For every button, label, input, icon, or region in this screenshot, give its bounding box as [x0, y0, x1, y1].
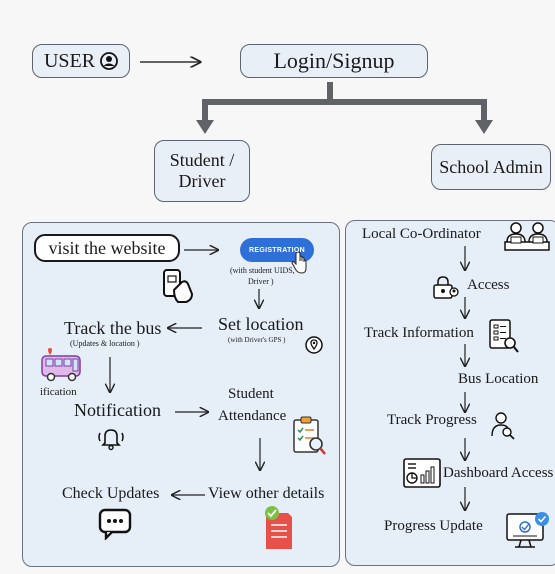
bus-icon	[38, 348, 86, 384]
student-driver-line2: Driver	[178, 171, 226, 191]
user-label: USER	[43, 49, 96, 72]
two-people-computer-icon	[503, 220, 551, 254]
dashboard-access-label: Dashboard Access	[443, 465, 554, 481]
registration-note-line2: Driver )	[248, 277, 274, 286]
student-attendance-line1: Student	[228, 386, 274, 402]
clipboard-search-icon	[290, 416, 328, 458]
dashboard-icon	[402, 457, 442, 489]
person-search-icon	[490, 410, 516, 440]
registration-note-line1: (with student UIDS,	[230, 266, 295, 275]
track-information-label: Track Information	[364, 325, 474, 341]
track-bus-label: Track the bus	[64, 318, 162, 338]
login-signup-box[interactable]: Login/Signup	[240, 44, 428, 78]
local-coordinator-label: Local Co-Ordinator	[362, 226, 481, 242]
track-bus-note: (Updates & location )	[70, 339, 140, 348]
visit-website-button[interactable]: visit the website	[34, 234, 180, 262]
lock-user-icon	[432, 275, 460, 301]
progress-update-label: Progress Update	[384, 518, 483, 534]
student-driver-box: Student / Driver	[154, 140, 250, 202]
school-admin-panel	[345, 220, 555, 566]
set-location-note: (with Driver's GPS )	[228, 336, 286, 344]
school-admin-box: School Admin	[431, 144, 551, 190]
location-pin-icon	[305, 336, 323, 354]
user-box: USER	[32, 44, 130, 78]
notification-fragment: ification	[40, 386, 77, 398]
phone-tap-icon	[160, 268, 196, 304]
student-attendance-line2: Attendance	[218, 408, 287, 424]
user-circle-icon	[100, 52, 118, 70]
notification-label: Notification	[74, 400, 161, 420]
hand-cursor-icon	[290, 252, 308, 274]
student-driver-line1: Student /	[169, 150, 235, 170]
view-other-details-label: View other details	[208, 485, 325, 502]
registration-button[interactable]: REGISTRATION	[240, 238, 314, 262]
school-admin-label: School Admin	[439, 156, 543, 177]
monitor-update-icon	[505, 510, 551, 552]
branch-bracket	[202, 99, 487, 124]
track-progress-label: Track Progress	[387, 412, 477, 428]
visit-website-label: visit the website	[48, 237, 166, 258]
info-document-icon	[488, 318, 520, 354]
login-label: Login/Signup	[273, 48, 395, 73]
set-location-label: Set location	[218, 314, 304, 334]
bell-icon	[96, 425, 126, 451]
document-check-icon	[262, 505, 296, 551]
check-updates-label: Check Updates	[62, 485, 160, 502]
registration-label: REGISTRATION	[249, 246, 305, 254]
bus-location-label: Bus Location	[458, 371, 539, 387]
chat-bubble-icon	[98, 508, 132, 540]
access-label: Access	[467, 277, 510, 293]
